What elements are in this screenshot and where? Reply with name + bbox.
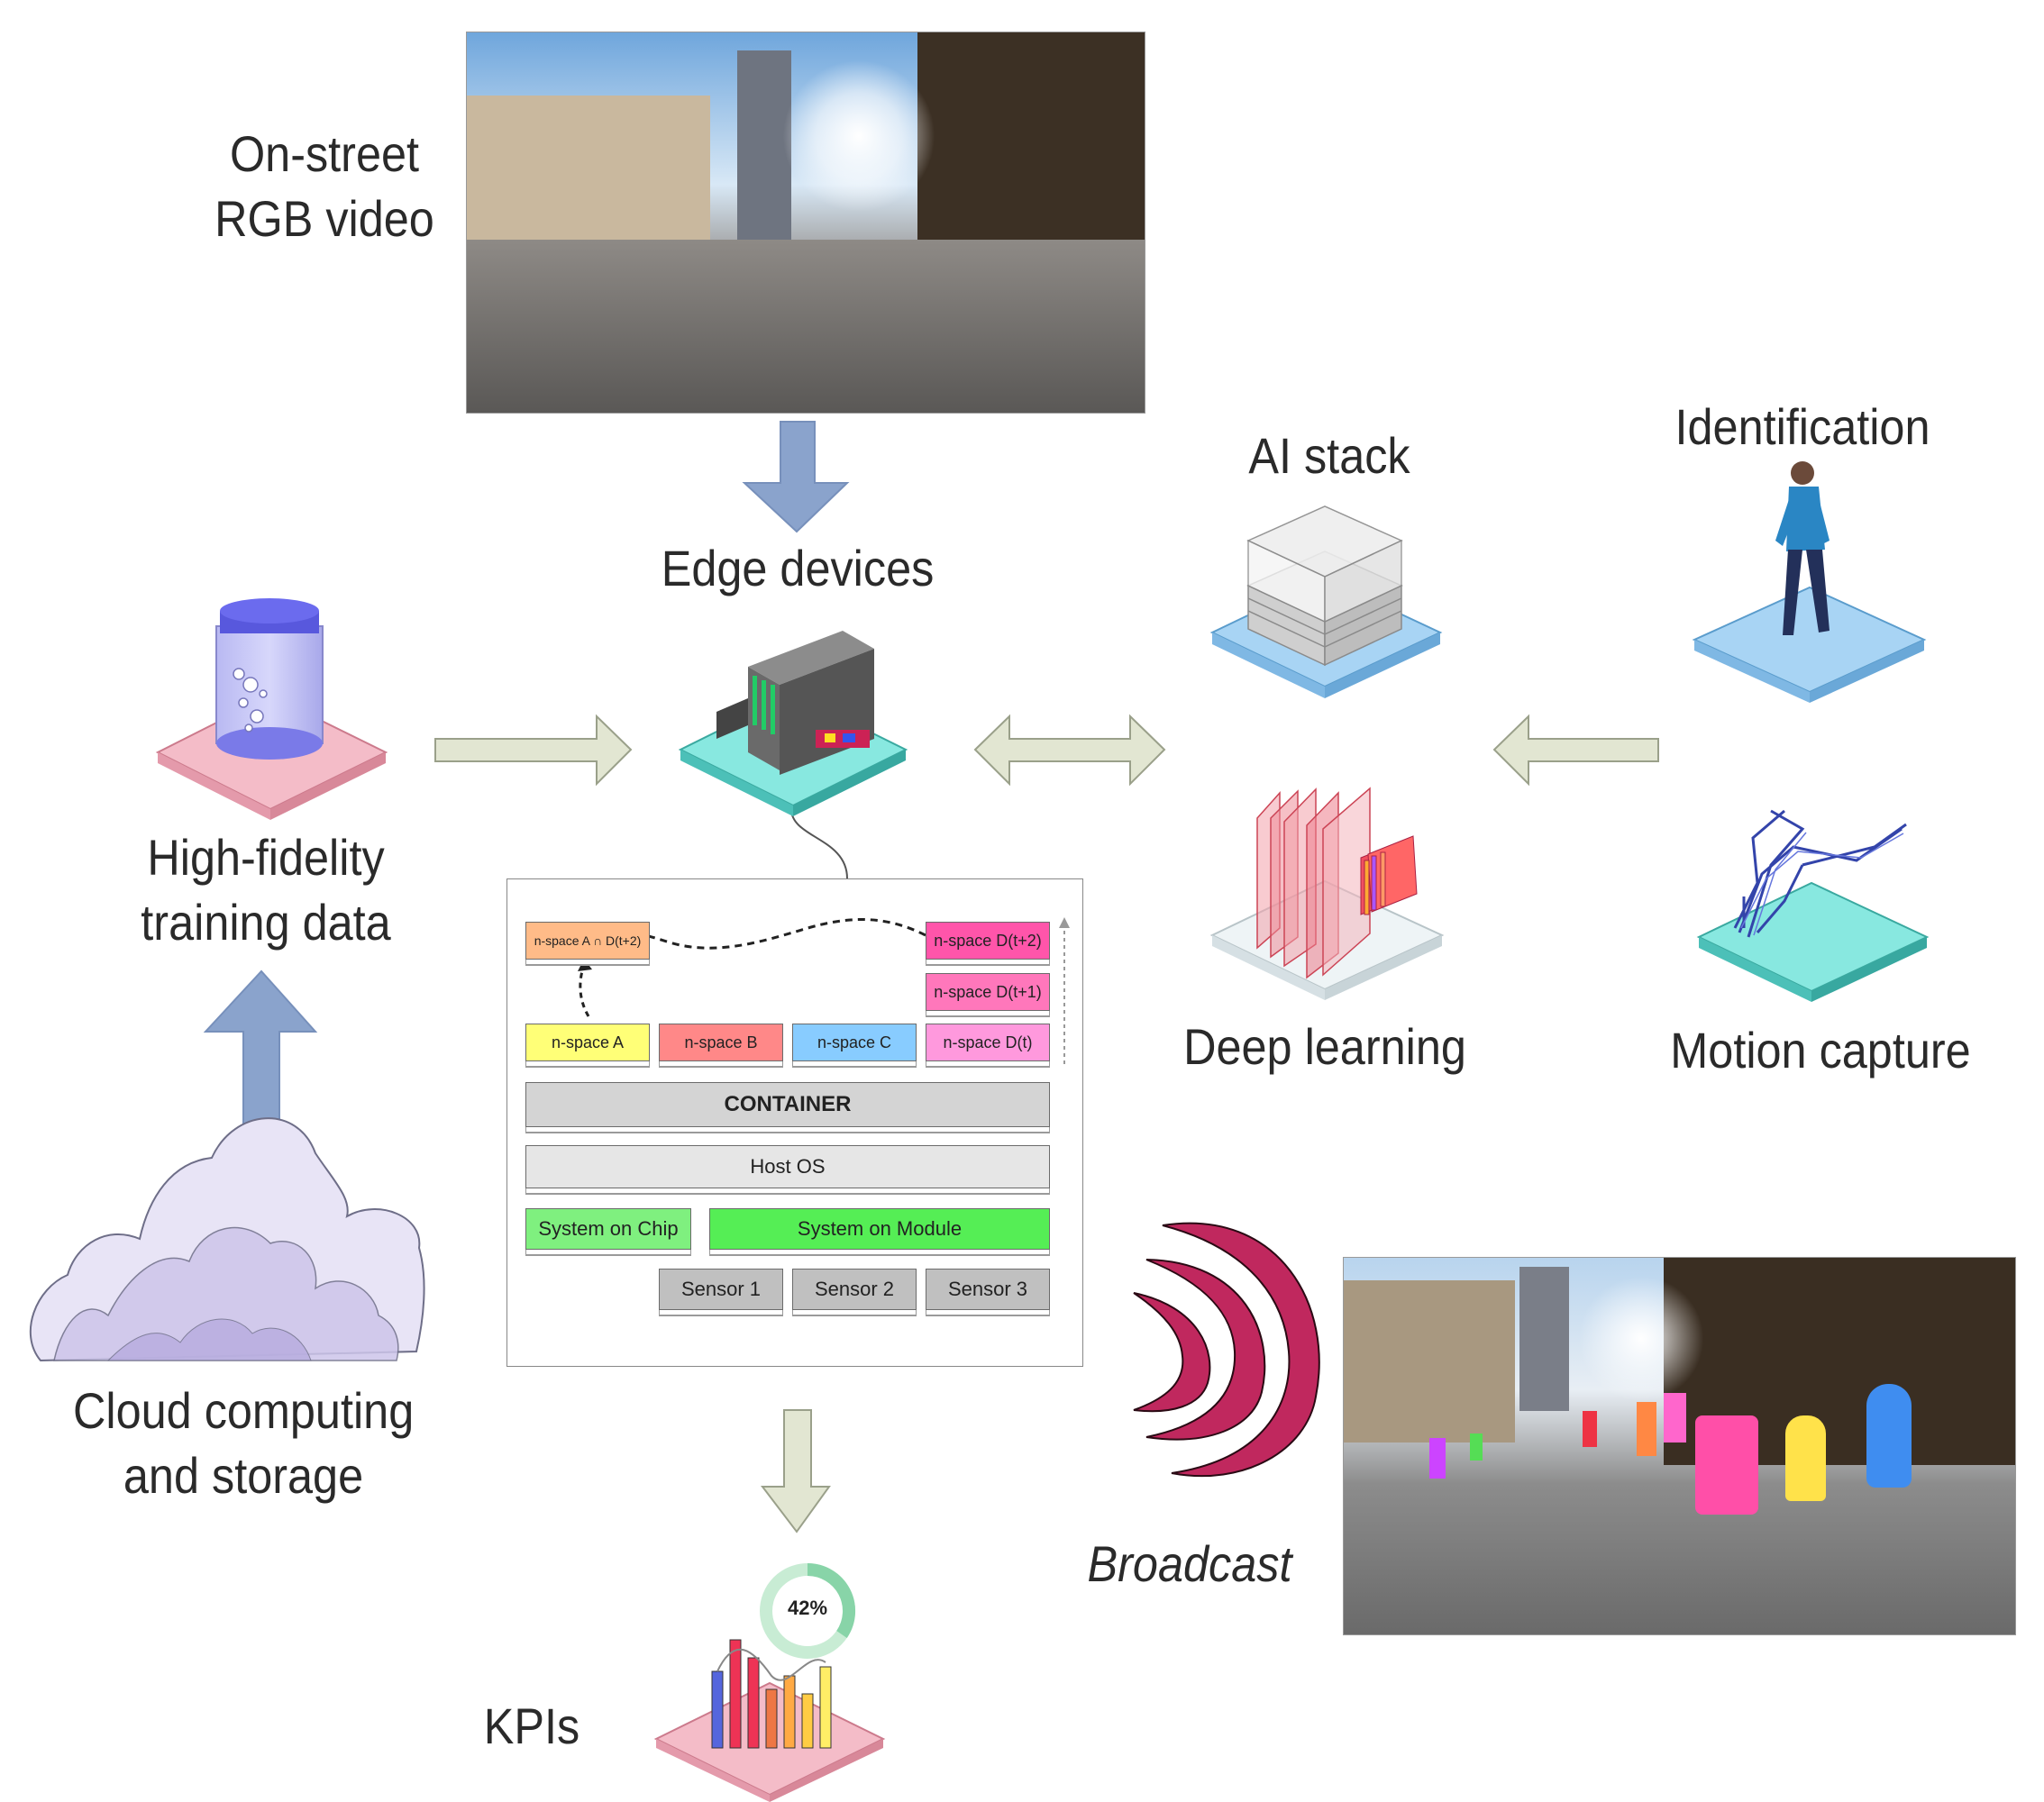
building-tower	[737, 50, 791, 249]
system-on-chip-block: System on Chip	[525, 1208, 691, 1250]
data-jar-icon	[155, 598, 388, 820]
label-on-street-line1: On-street	[229, 125, 420, 182]
seg-mask-red	[1583, 1411, 1597, 1447]
label-high-fidelity: High-fidelity training data	[124, 825, 408, 955]
label-motion-capture: Motion capture	[1670, 1022, 1971, 1078]
nspace-c-block: n-space C	[792, 1024, 917, 1061]
container-block: CONTAINER	[525, 1082, 1050, 1127]
cloud-icon	[29, 1117, 425, 1362]
label-cloud-line2: and storage	[123, 1447, 364, 1504]
label-edge-devices: Edge devices	[661, 540, 935, 596]
kpi-percent: 42%	[787, 1597, 828, 1619]
sensor-3-block: Sensor 3	[926, 1269, 1050, 1310]
seg-mask-blue	[1866, 1384, 1912, 1488]
label-cloud: Cloud computing and storage	[73, 1379, 414, 1508]
seg-mask-green	[1470, 1433, 1483, 1461]
seg-mask-yellow	[1785, 1415, 1826, 1501]
arrow-training-to-edge	[434, 714, 633, 787]
nspace-d-t2-block: n-space D(t+2)	[926, 922, 1050, 960]
street-video-photo	[466, 32, 1145, 414]
seg-mask-pink	[1695, 1415, 1758, 1515]
nspace-d-t-block: n-space D(t)	[926, 1024, 1050, 1061]
arrow-video-to-edge	[742, 421, 850, 533]
deep-learning-icon	[1209, 787, 1445, 1000]
label-high-fidelity-line2: training data	[141, 894, 391, 951]
arrow-edge-ai	[973, 714, 1166, 787]
nspace-d-t1-block: n-space D(t+1)	[926, 973, 1050, 1011]
arrow-cloud-to-training	[203, 969, 318, 1132]
label-high-fidelity-line1: High-fidelity	[147, 829, 385, 886]
edge-device-icon	[678, 631, 908, 816]
identification-figure-icon	[1692, 461, 1927, 703]
dashed-wave-arrow	[631, 918, 926, 950]
sensor-2-block: Sensor 2	[792, 1269, 917, 1310]
kpi-chart-icon	[653, 1562, 886, 1802]
sensor-1-block: Sensor 1	[659, 1269, 783, 1310]
arrow-edge-to-kpi	[760, 1409, 831, 1534]
label-on-street: On-street RGB video	[203, 122, 446, 251]
seg-building-left	[1344, 1280, 1515, 1443]
seg-mask-magenta	[1664, 1393, 1686, 1443]
seg-mask-purple	[1429, 1438, 1446, 1479]
seg-mask-orange	[1637, 1402, 1656, 1456]
label-deep-learning: Deep learning	[1183, 1018, 1466, 1075]
sun-glare	[782, 59, 935, 213]
nspace-a-block: n-space A	[525, 1024, 650, 1061]
seg-sun	[1578, 1276, 1704, 1402]
edge-stack-panel: n-space A ∩ D(t+2) n-space D(t+2) n-spac…	[506, 878, 1083, 1367]
label-ai-stack: AI stack	[1248, 427, 1410, 484]
system-on-module-block: System on Module	[709, 1208, 1050, 1250]
edge-connector-line	[790, 808, 848, 879]
ai-stack-icon	[1209, 505, 1443, 698]
broadcast-segmented-photo	[1343, 1257, 2016, 1635]
host-os-block: Host OS	[525, 1145, 1050, 1188]
broadcast-icon	[1133, 1222, 1320, 1478]
label-on-street-line2: RGB video	[214, 190, 434, 247]
seg-building-tower	[1519, 1267, 1569, 1411]
dashed-up-arrow	[579, 964, 590, 1017]
arrow-ident-to-ai	[1492, 714, 1659, 787]
label-broadcast: Broadcast	[1087, 1535, 1292, 1592]
nspace-intersect-block: n-space A ∩ D(t+2)	[525, 922, 650, 960]
label-identification: Identification	[1674, 398, 1930, 455]
sidewalk	[467, 240, 1145, 413]
label-cloud-line1: Cloud computing	[73, 1382, 415, 1439]
nspace-b-block: n-space B	[659, 1024, 783, 1061]
label-kpis: KPIs	[483, 1697, 580, 1754]
motion-capture-icon	[1696, 809, 1930, 1002]
